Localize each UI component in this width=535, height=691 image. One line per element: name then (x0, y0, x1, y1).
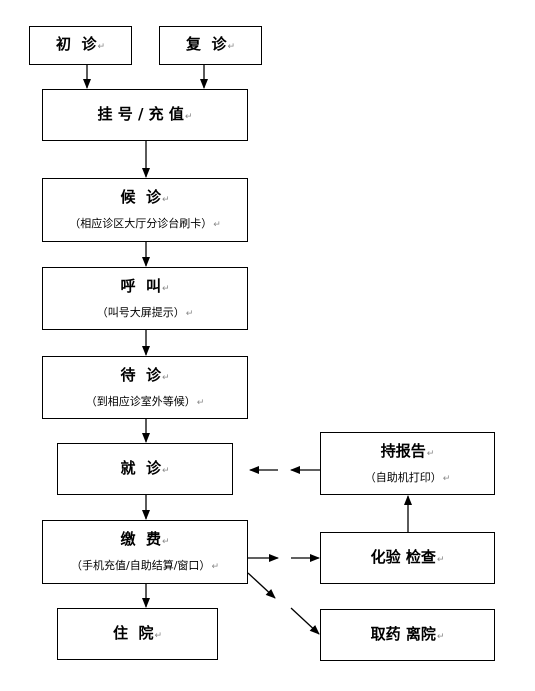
node-call: 呼 叫↵ （叫号大屏提示）↵ (42, 267, 248, 330)
node-wait-room-title: 待 诊 (120, 365, 161, 384)
node-wait-room: 待 诊↵ （到相应诊室外等候）↵ (42, 356, 248, 419)
paragraph-mark-icon: ↵ (161, 465, 170, 476)
node-pharmacy: 取药 离院↵ (320, 609, 495, 661)
node-return-visit-title: 复 诊 (186, 35, 227, 53)
node-wait-title: 候 诊 (120, 188, 161, 206)
node-return-visit: 复 诊↵ (159, 26, 262, 65)
node-call-title: 呼 叫 (120, 276, 161, 295)
node-wait-room-subtitle: （到相应诊室外等候） (85, 394, 196, 408)
node-first-visit-title: 初 诊 (56, 35, 97, 53)
node-register-title: 挂 号 / 充 值 (97, 104, 184, 123)
node-pay-title: 缴 费 (120, 530, 161, 548)
node-report: 持报告↵ （自助机打印）↵ (320, 432, 495, 495)
node-lab: 化验 检查↵ (320, 532, 495, 584)
paragraph-mark-icon: ↵ (196, 397, 205, 408)
node-first-visit: 初 诊↵ (29, 26, 132, 65)
node-wait-subtitle: （相应诊区大厅分诊台刷卡） (69, 217, 213, 230)
paragraph-mark-icon: ↵ (161, 195, 170, 205)
paragraph-mark-icon: ↵ (161, 372, 170, 383)
arrow-pay-to-pharmacy-a (247, 572, 276, 599)
paragraph-mark-icon: ↵ (436, 554, 445, 565)
node-pay-subtitle: （手机充值/自助结算/窗口） (71, 559, 211, 572)
node-call-subtitle: （叫号大屏提示） (96, 305, 185, 319)
node-register: 挂 号 / 充 值↵ (42, 89, 248, 141)
node-hospitalize-title: 住 院 (113, 623, 154, 642)
paragraph-mark-icon: ↵ (213, 220, 221, 230)
node-wait: 候 诊↵ （相应诊区大厅分诊台刷卡）↵ (42, 178, 248, 242)
paragraph-mark-icon: ↵ (161, 283, 170, 294)
node-pharmacy-title: 取药 离院 (370, 624, 436, 643)
paragraph-mark-icon: ↵ (227, 42, 235, 52)
arrow-pay-to-pharmacy-b (290, 607, 320, 635)
node-hospitalize: 住 院↵ (57, 608, 218, 660)
node-report-subtitle: （自助机打印） (364, 470, 442, 484)
node-consult-title: 就 诊 (120, 458, 161, 477)
paragraph-mark-icon: ↵ (97, 42, 105, 52)
paragraph-mark-icon: ↵ (184, 111, 193, 122)
paragraph-mark-icon: ↵ (185, 308, 194, 319)
paragraph-mark-icon: ↵ (426, 448, 435, 459)
paragraph-mark-icon: ↵ (161, 537, 170, 547)
node-report-title: 持报告 (380, 441, 426, 460)
node-pay: 缴 费↵ （手机充值/自助结算/窗口）↵ (42, 520, 248, 584)
paragraph-mark-icon: ↵ (154, 630, 162, 641)
paragraph-mark-icon: ↵ (211, 562, 219, 572)
node-consult: 就 诊↵ (57, 443, 233, 495)
paragraph-mark-icon: ↵ (436, 631, 445, 642)
paragraph-mark-icon: ↵ (442, 473, 451, 484)
node-lab-title: 化验 检查 (370, 547, 436, 566)
